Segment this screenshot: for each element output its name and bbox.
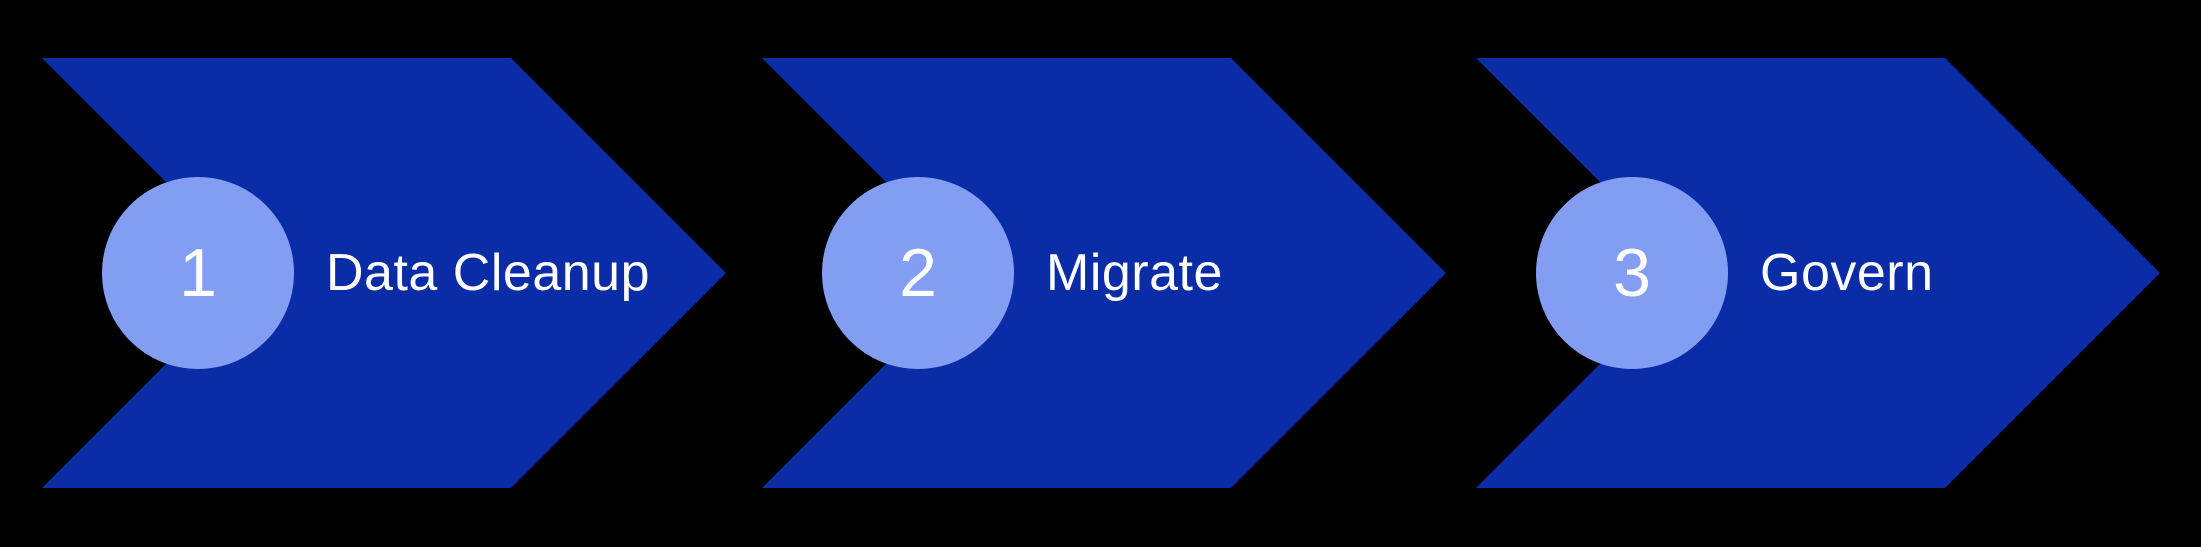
step-number: 2 (899, 235, 937, 311)
step-number-circle: 3 (1536, 177, 1728, 369)
step-label: Data Cleanup (326, 244, 650, 302)
step-label: Govern (1760, 244, 1934, 302)
step-label: Migrate (1046, 244, 1223, 302)
step-number: 3 (1613, 235, 1651, 311)
process-step-3: 3 Govern (1476, 58, 2160, 488)
step-number-circle: 1 (102, 177, 294, 369)
step-number-circle: 2 (822, 177, 1014, 369)
process-step-1: 1 Data Cleanup (42, 58, 726, 488)
process-step-2: 2 Migrate (762, 58, 1446, 488)
step-number: 1 (179, 235, 217, 311)
